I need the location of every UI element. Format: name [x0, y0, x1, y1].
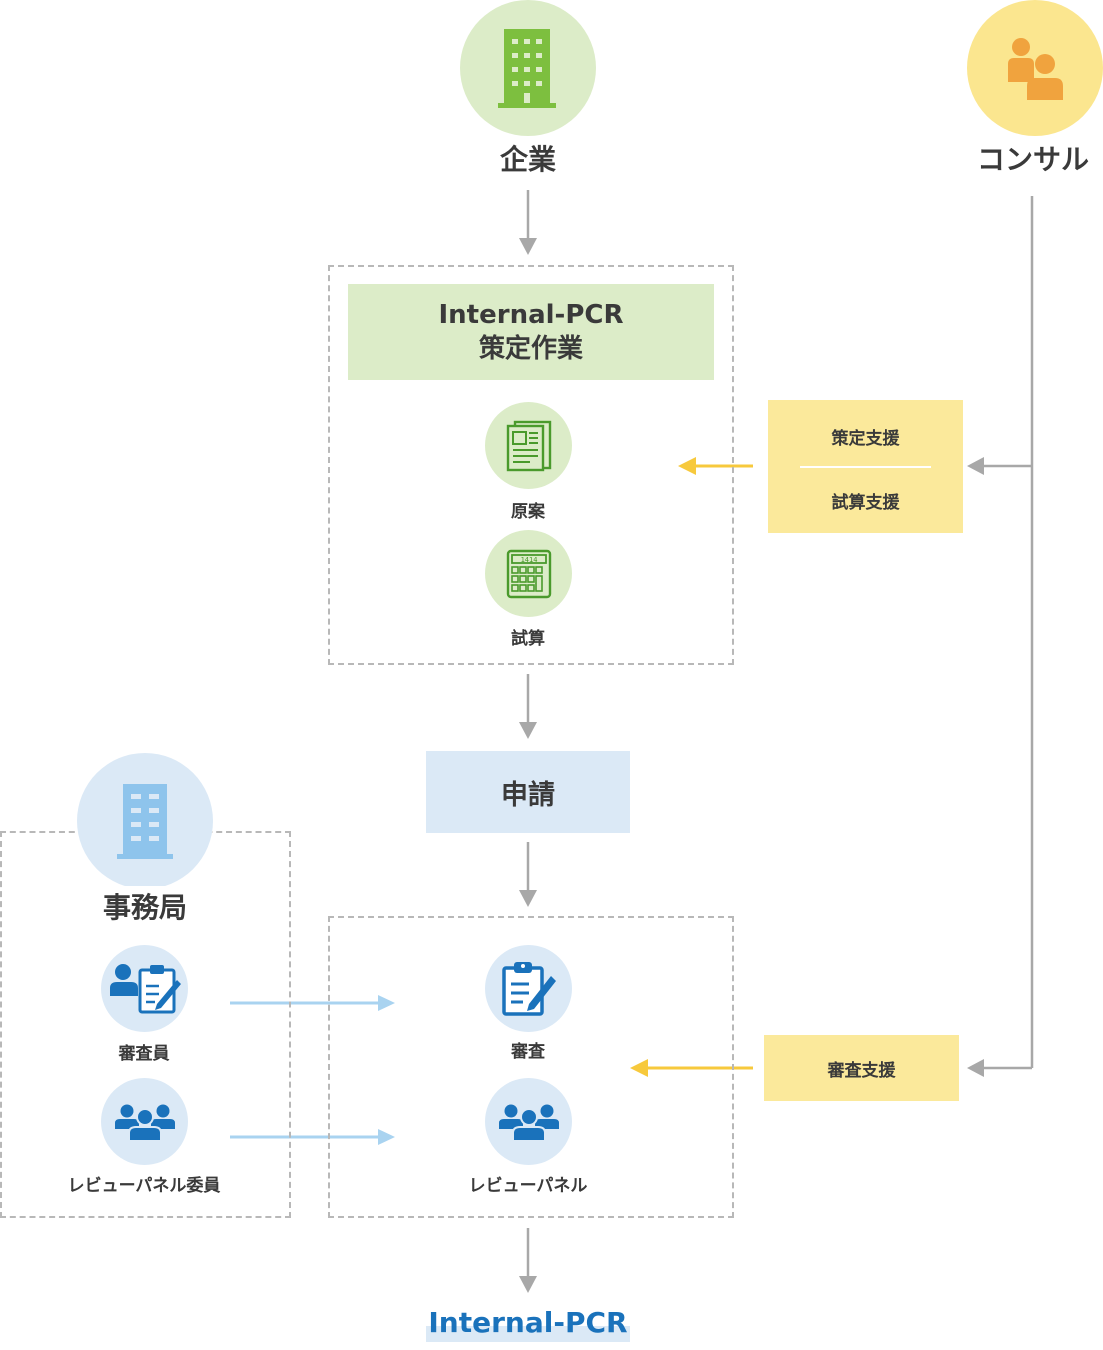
application-label: 申請: [501, 779, 555, 811]
secretariat-label: 事務局: [75, 886, 215, 926]
calc-circle: 1414: [485, 530, 572, 617]
result-label: Internal-PCR: [428, 1306, 628, 1339]
review-circle: [485, 945, 572, 1032]
consultant-label: コンサル: [976, 143, 1089, 176]
group-icon: [114, 1104, 175, 1142]
pcr-work-subtitle: 策定作業: [478, 334, 583, 364]
result-highlight: [426, 1326, 630, 1342]
review-panel-circle: [485, 1078, 572, 1165]
company-circle: [460, 0, 596, 136]
review-support-box: 審査支援: [764, 1035, 959, 1101]
building-icon: [117, 784, 173, 859]
draft-circle: [485, 402, 572, 489]
people-icon: [1008, 38, 1063, 100]
pcr-work-header: Internal-PCR 策定作業: [348, 284, 714, 380]
support-item-calculation: 試算支援: [831, 493, 900, 513]
support-box: 策定支援 試算支援: [768, 400, 963, 533]
calc-label: 試算: [511, 629, 545, 649]
pcr-work-title: Internal-PCR: [438, 300, 624, 330]
pcr-work-group: [328, 265, 734, 665]
reviewer-icon: [109, 963, 181, 1013]
clipboard-icon: [501, 961, 556, 1016]
application-box: 申請: [426, 751, 630, 833]
reviewer-label: 審査員: [118, 1044, 170, 1064]
support-divider: [800, 466, 931, 468]
arrowhead: [519, 238, 537, 255]
building-icon: [498, 29, 556, 108]
calculator-icon: 1414: [506, 549, 551, 598]
secretariat-circle: [77, 753, 213, 889]
calc-display: 1414: [520, 556, 537, 564]
reviewer-circle: [101, 945, 188, 1032]
document-icon: [506, 420, 551, 471]
review-group: [328, 916, 734, 1218]
group-icon: [498, 1104, 559, 1142]
draft-label: 原案: [511, 502, 545, 522]
consultant-circle: [967, 0, 1103, 136]
review-support-label: 審査支援: [827, 1060, 896, 1081]
panel-member-circle: [101, 1078, 188, 1165]
review-label: 審査: [511, 1042, 545, 1062]
panel-member-label: レビューパネル委員: [67, 1176, 221, 1196]
company-label: 企業: [499, 143, 556, 176]
support-item-formulation: 策定支援: [831, 429, 900, 449]
review-panel-label: レビューパネル: [468, 1176, 588, 1196]
